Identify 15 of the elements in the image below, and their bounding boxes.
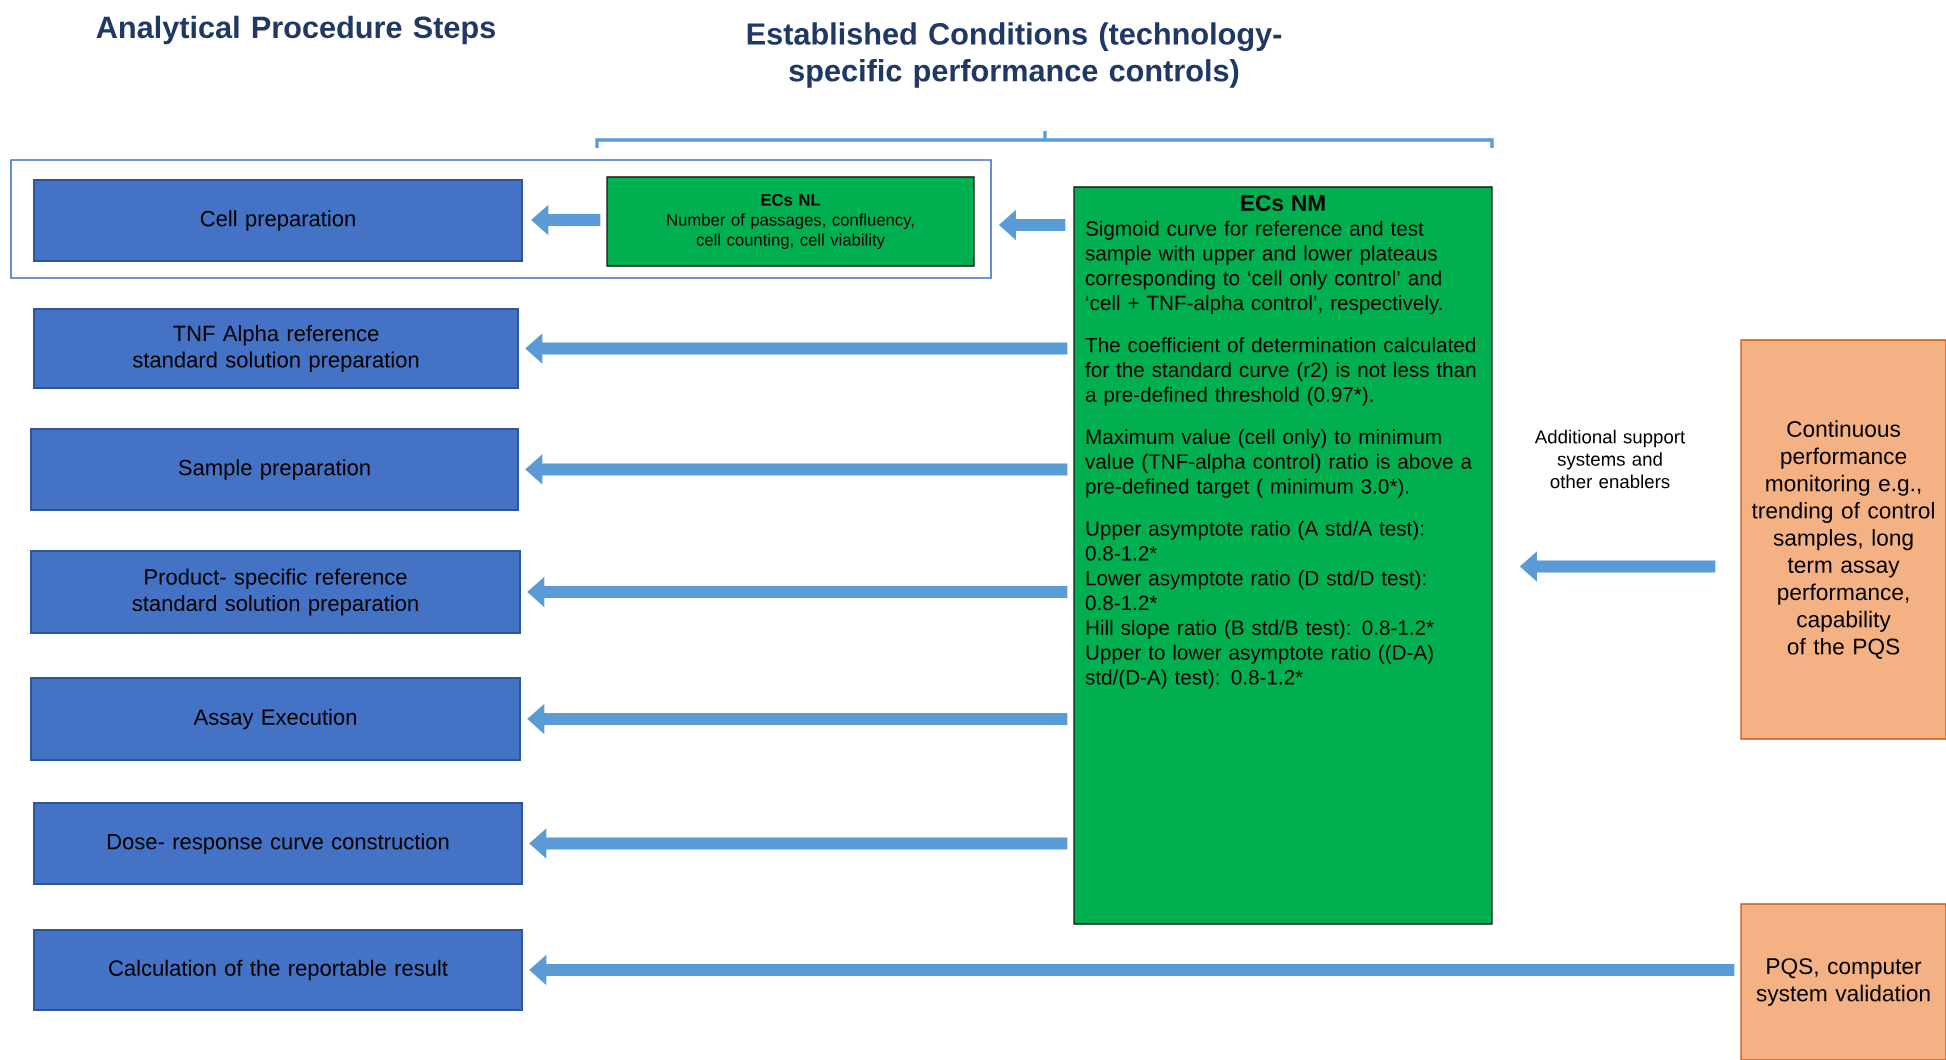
condition-box: ECs NL Number of passages, confluency, cell counting, cell viability	[606, 176, 975, 267]
support-box: PQS, computer system validation	[1740, 903, 1946, 1060]
heading: Established Conditions (technology-specific performance controls)	[747, 22, 1282, 88]
process-box: Assay Execution	[30, 677, 521, 761]
heading: Analytical Procedure Steps	[96, 15, 495, 45]
process-box: Sample preparation	[30, 428, 519, 511]
frame-box	[10, 159, 992, 279]
condition-box: ECs NM Sigmoid curve for reference and test sample with upper and lower plateaus corresponding to ‘cell only control’ and ‘cell + TNF-alpha control’, respectively. The coefficient of determination calculated for the standard curve (r2) is not less than a pre-defined threshold (0.97*). Maximum value (cell only) to minimum value (TNF-alpha control) ratio is above a pre-defined target ( minimum 3.0*). Upper asymptote ratio (A std/A test): 0.8-1.2* Lower asymptote ratio (D std/D test): 0.8-1.2* Hill slope ratio (B std/B test): 0.8-1.2* Upper to lower asymptote ratio ((D-A) std/(D-A) test): 0.8-1.2*	[1073, 186, 1493, 925]
process-box: Calculation of the reportable result	[33, 929, 523, 1011]
support-box: Continuous performance monitoring e.g., trending of control samples, long term assay performance, capability of the PQS	[1740, 339, 1946, 740]
process-box: TNF Alpha reference standard solution preparation	[33, 308, 519, 389]
edge-label: Additional support systems and other enablers	[1532, 428, 1688, 490]
process-box: Dose- response curve construction	[33, 802, 523, 885]
process-box: Cell preparation	[33, 179, 523, 262]
process-box: Product- specific reference standard solution preparation	[30, 550, 521, 634]
